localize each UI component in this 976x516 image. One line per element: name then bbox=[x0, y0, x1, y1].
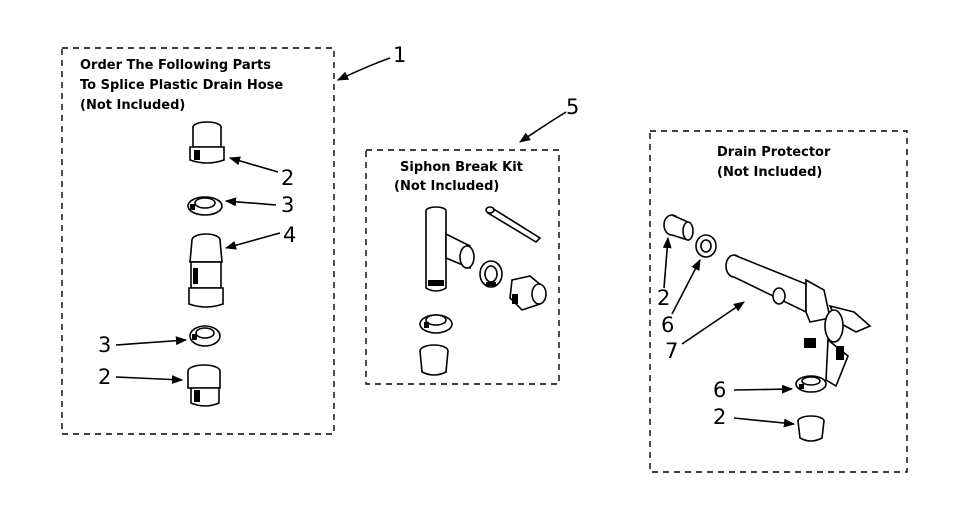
drain-callout-6-lower: 6 bbox=[713, 378, 726, 402]
splice-panel: Order The Following Parts To Splice Plas… bbox=[61, 43, 406, 435]
siphon-ref-arrow bbox=[519, 111, 567, 143]
splice-callout-4: 4 bbox=[283, 223, 296, 247]
splice-ref-number: 1 bbox=[393, 43, 406, 67]
siphon-ref-number: 5 bbox=[566, 95, 579, 119]
clamp-ring-bottom bbox=[189, 325, 221, 347]
siphon-panel-border bbox=[365, 149, 560, 385]
splice-title-line-2: To Splice Plastic Drain Hose bbox=[80, 78, 283, 93]
siphon-end-connector bbox=[509, 275, 547, 311]
splice-arrow-3-bottom bbox=[115, 336, 188, 346]
splice-title-line-3: (Not Included) bbox=[80, 98, 185, 113]
drain-ring-lower bbox=[795, 375, 827, 393]
siphon-pin bbox=[485, 206, 542, 244]
drain-panel-border bbox=[649, 130, 908, 473]
drain-title-line-2: (Not Included) bbox=[717, 165, 822, 180]
splice-arrow-2-bottom bbox=[115, 375, 184, 385]
splice-ref-arrow bbox=[336, 57, 391, 81]
drain-callout-6-upper: 6 bbox=[661, 313, 674, 337]
drain-ring-upper bbox=[695, 234, 717, 258]
drain-callout-2-upper: 2 bbox=[657, 286, 670, 310]
splice-callout-2-top: 2 bbox=[281, 166, 294, 190]
siphon-title-line-1: Siphon Break Kit bbox=[400, 160, 523, 175]
siphon-hose-connector bbox=[419, 344, 449, 376]
drain-connector-lower bbox=[797, 415, 825, 442]
clamp-ring-top bbox=[187, 196, 223, 216]
siphon-ring-right bbox=[479, 260, 503, 288]
drain-callout-7: 7 bbox=[665, 339, 678, 363]
drain-arrow-2-lower bbox=[733, 417, 796, 428]
drain-arrow-7 bbox=[681, 301, 745, 345]
drain-callout-2-lower: 2 bbox=[713, 405, 726, 429]
splice-arrow-3-top bbox=[224, 197, 277, 207]
siphon-title-line-2: (Not Included) bbox=[394, 179, 499, 194]
siphon-panel: Siphon Break Kit (Not Included) 5 bbox=[365, 95, 579, 385]
drain-arrow-2-upper bbox=[662, 236, 672, 289]
splice-panel-border bbox=[61, 47, 335, 435]
splice-arrow-2-top bbox=[228, 156, 279, 173]
coupling bbox=[188, 233, 224, 308]
drain-arrow-6-upper bbox=[671, 259, 701, 315]
splice-callout-3-top: 3 bbox=[281, 193, 294, 217]
drain-panel: Drain Protector (Not Included) bbox=[649, 130, 908, 473]
drain-protector-body bbox=[725, 254, 872, 388]
drain-title-line-1: Drain Protector bbox=[717, 145, 831, 160]
splice-callout-3-bottom: 3 bbox=[98, 333, 111, 357]
hose-connector-top bbox=[189, 121, 225, 164]
hose-connector-bottom bbox=[187, 364, 221, 407]
drain-connector-upper bbox=[663, 214, 694, 242]
siphon-clamp-ring bbox=[419, 314, 453, 334]
splice-callout-2-bottom: 2 bbox=[98, 365, 111, 389]
siphon-tee bbox=[425, 206, 475, 292]
drain-arrow-6-lower bbox=[733, 384, 794, 394]
splice-arrow-4 bbox=[224, 232, 281, 250]
splice-title-line-1: Order The Following Parts bbox=[80, 58, 271, 73]
